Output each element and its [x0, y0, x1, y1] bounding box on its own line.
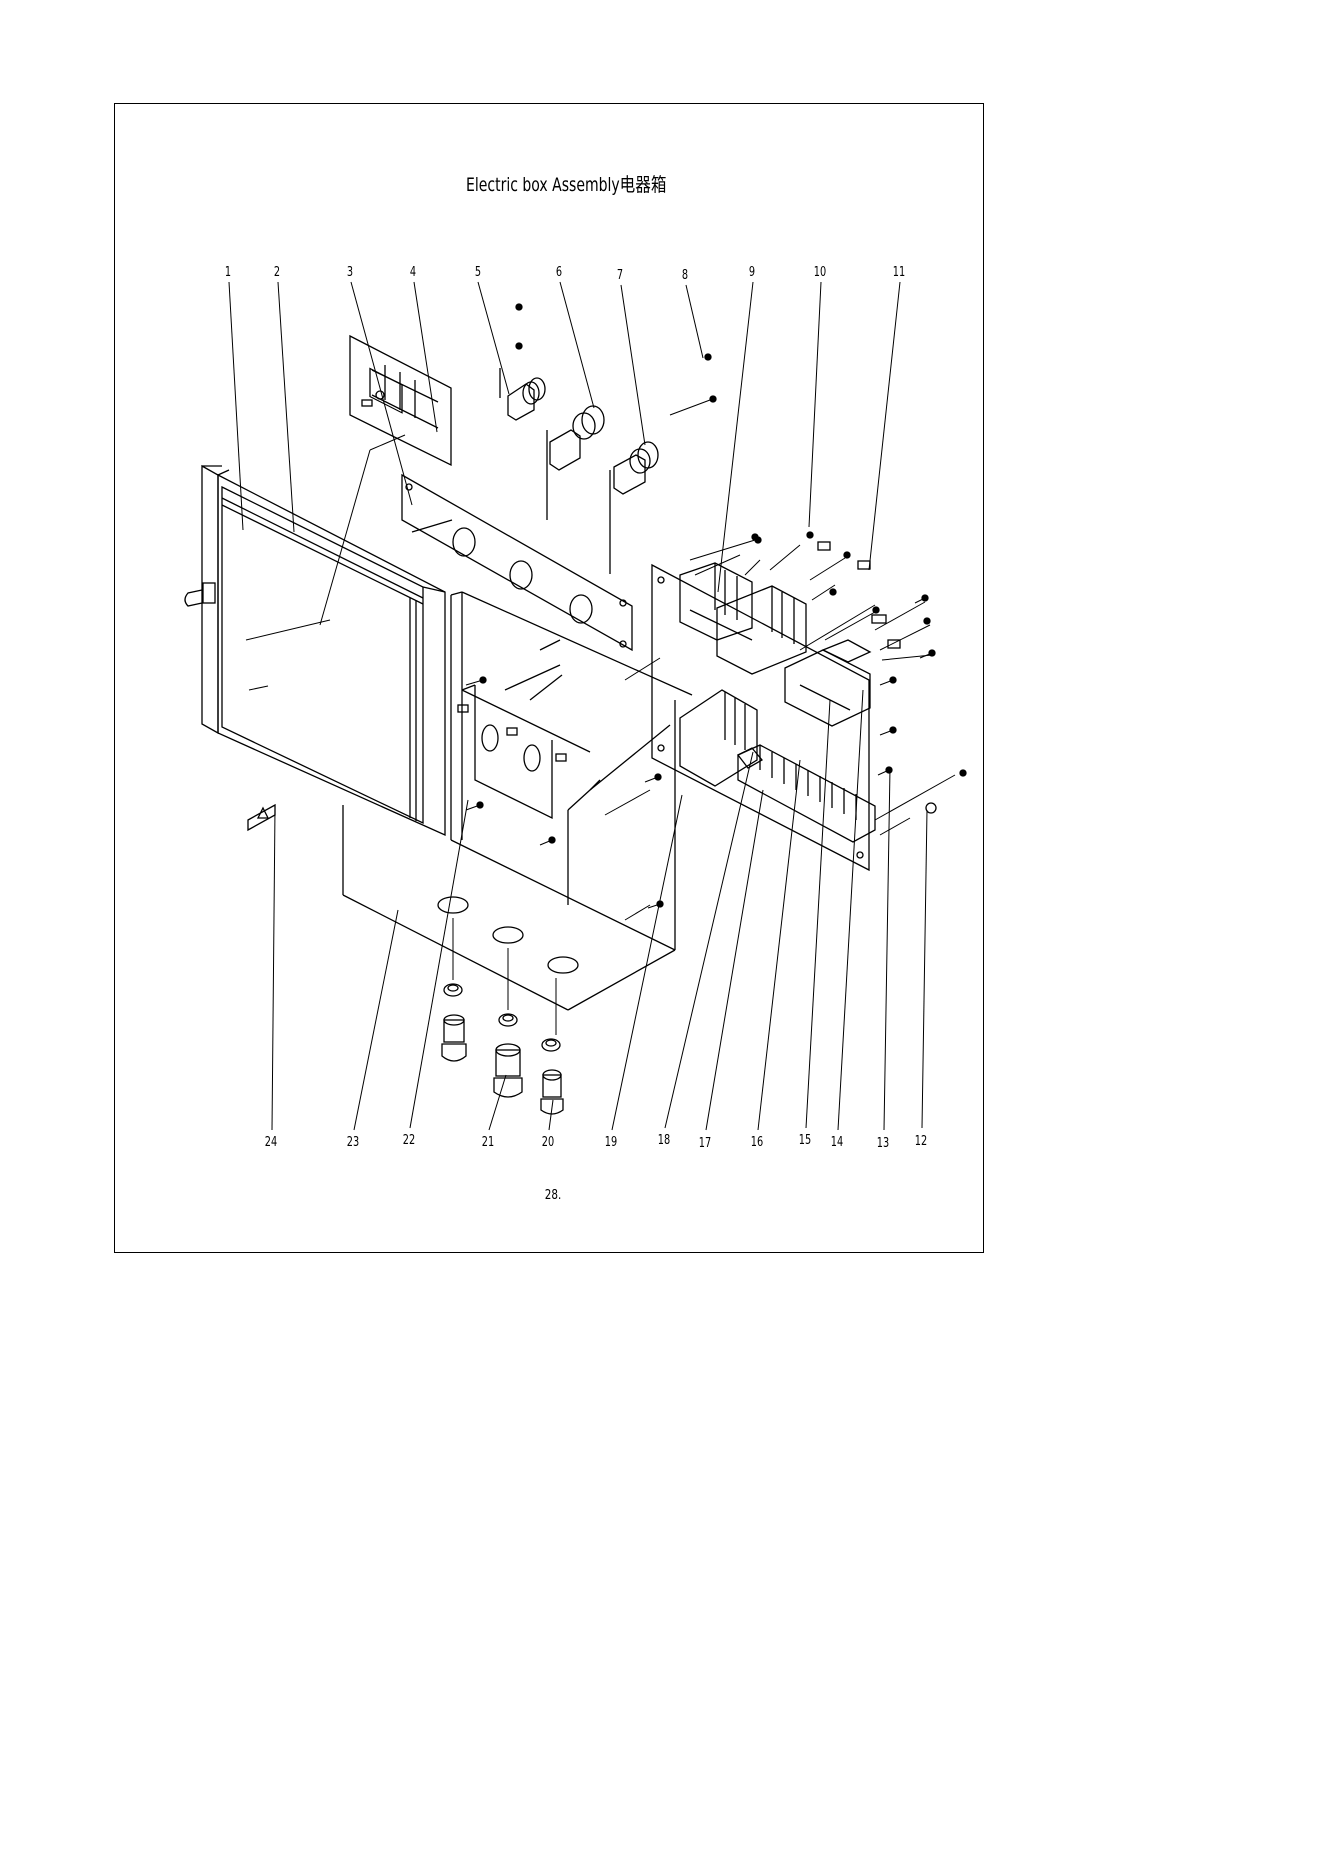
mounting-plate: [652, 565, 869, 870]
cable-gland-middle: [494, 1044, 522, 1097]
gland-guide-lines: [453, 918, 556, 1035]
leader-lines-bottom: [272, 690, 927, 1130]
contactor-lower: [680, 690, 757, 786]
push-button-5: [500, 368, 545, 420]
cabinet-body: [343, 592, 692, 1010]
terminal-block: [738, 745, 875, 842]
relay-module: [785, 640, 870, 726]
front-panel-plate: [402, 475, 632, 650]
warning-label: [248, 805, 275, 830]
lock-nuts: [444, 803, 936, 1051]
small-tags: [458, 542, 900, 761]
push-button-7: [610, 442, 658, 574]
contactor-upper-left: [680, 563, 752, 640]
push-button-6: [547, 406, 604, 520]
screw-shafts: [466, 400, 955, 920]
cable-gland-left: [442, 1015, 466, 1061]
assembly-guides: [246, 435, 660, 690]
nameplate: [350, 336, 451, 465]
cabinet-door: [185, 466, 445, 835]
